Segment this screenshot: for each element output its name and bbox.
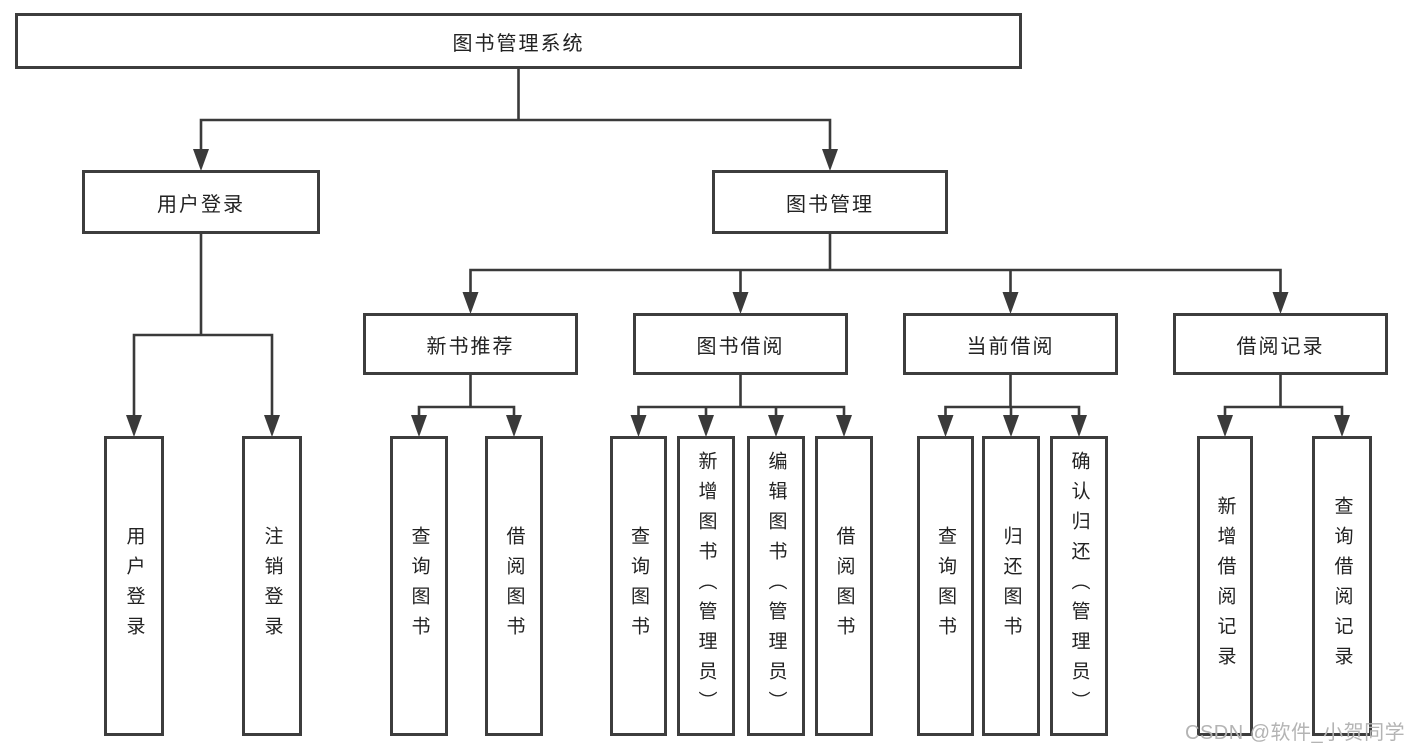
node-label: 图书管理 xyxy=(786,193,874,216)
connector-path-user-login xyxy=(132,231,274,422)
node-leaf-bb-query: 查询图书 xyxy=(610,436,667,736)
node-leaf-nb-query: 查询图书 xyxy=(390,436,448,736)
node-leaf-login: 用户登录 xyxy=(104,436,164,736)
arrowhead-icon xyxy=(698,415,714,437)
node-label: 新增图书（管理员） xyxy=(695,451,717,721)
arrowhead-icon xyxy=(822,149,838,171)
node-label: 编辑图书（管理员） xyxy=(765,451,787,721)
node-user-login: 用户登录 xyxy=(82,170,320,234)
node-label: 用户登录 xyxy=(157,193,245,216)
node-leaf-br-query: 查询借阅记录 xyxy=(1312,436,1372,736)
node-label: 新增借阅记录 xyxy=(1214,496,1236,676)
node-label: 图书管理系统 xyxy=(452,32,585,55)
arrowhead-icon xyxy=(1002,292,1019,314)
node-leaf-br-add: 新增借阅记录 xyxy=(1197,436,1253,736)
node-leaf-bb-edit: 编辑图书（管理员） xyxy=(747,436,805,736)
node-label: 借阅图书 xyxy=(503,526,525,646)
connector-path-borrow-record xyxy=(1223,372,1344,422)
arrowhead-icon xyxy=(193,149,209,171)
arrowhead-icon xyxy=(1217,415,1233,437)
node-label: 确认归还（管理员） xyxy=(1068,451,1090,721)
arrowhead-icon xyxy=(506,415,522,437)
arrowhead-icon xyxy=(462,292,479,314)
node-label: 查询借阅记录 xyxy=(1331,496,1353,676)
arrowhead-icon xyxy=(768,415,784,437)
arrowhead-icon xyxy=(630,415,647,437)
node-book-borrow: 图书借阅 xyxy=(633,313,848,375)
node-label: 归还图书 xyxy=(1000,526,1022,646)
node-borrow-record: 借阅记录 xyxy=(1173,313,1388,375)
connector-path-root xyxy=(199,66,832,156)
node-leaf-cb-confirm: 确认归还（管理员） xyxy=(1050,436,1108,736)
node-label: 注销登录 xyxy=(261,526,283,646)
connector-path-current-borrow xyxy=(944,372,1081,422)
node-book-mgmt: 图书管理 xyxy=(712,170,948,234)
arrowhead-icon xyxy=(1334,415,1350,437)
arrowhead-icon xyxy=(411,415,427,437)
connector-path-book-borrow xyxy=(637,372,846,422)
node-leaf-cb-query: 查询图书 xyxy=(917,436,974,736)
connector-path-new-book xyxy=(417,372,516,422)
node-leaf-cb-return: 归还图书 xyxy=(982,436,1040,736)
node-label: 图书借阅 xyxy=(696,335,785,358)
node-label: 用户登录 xyxy=(123,526,145,646)
node-label: 查询图书 xyxy=(935,526,956,646)
node-leaf-bb-add: 新增图书（管理员） xyxy=(677,436,735,736)
arrowhead-icon xyxy=(1003,415,1019,437)
connector-path-book-mgmt xyxy=(469,231,1282,299)
arrowhead-icon xyxy=(1071,415,1087,437)
node-label: 查询图书 xyxy=(408,526,430,646)
node-root: 图书管理系统 xyxy=(15,13,1022,69)
node-leaf-logout: 注销登录 xyxy=(242,436,302,736)
node-leaf-nb-borrow: 借阅图书 xyxy=(485,436,543,736)
node-label: 新书推荐 xyxy=(426,335,515,358)
node-current-borrow: 当前借阅 xyxy=(903,313,1118,375)
node-leaf-bb-borrow: 借阅图书 xyxy=(815,436,873,736)
watermark: CSDN @软件_小贺同学 xyxy=(1185,722,1405,744)
arrowhead-icon xyxy=(264,415,280,437)
arrowhead-icon xyxy=(937,415,954,437)
arrowhead-icon xyxy=(732,292,749,314)
node-new-book: 新书推荐 xyxy=(363,313,578,375)
arrowhead-icon xyxy=(836,415,852,437)
node-label: 当前借阅 xyxy=(966,335,1055,358)
node-label: 借阅记录 xyxy=(1236,335,1325,358)
node-label: 查询图书 xyxy=(628,526,649,646)
node-label: 借阅图书 xyxy=(833,526,855,646)
arrowhead-icon xyxy=(1272,292,1289,314)
arrowhead-icon xyxy=(126,415,142,437)
